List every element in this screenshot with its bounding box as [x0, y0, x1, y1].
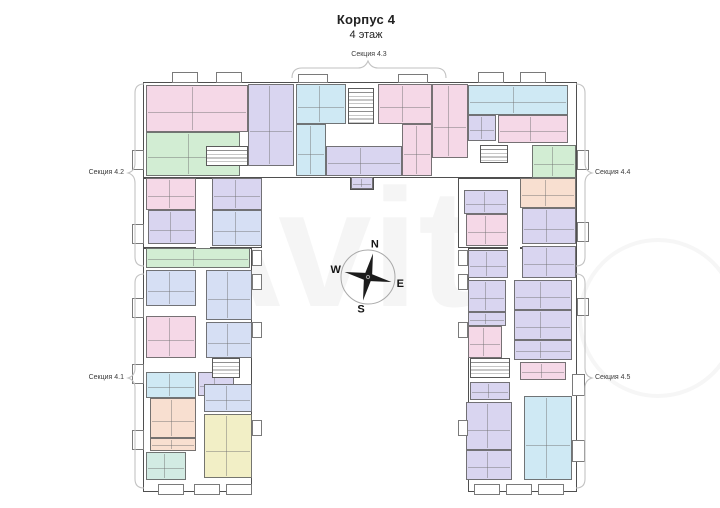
apartment-unit	[466, 450, 512, 480]
balcony	[398, 74, 428, 83]
balcony	[132, 430, 144, 450]
balcony	[572, 374, 585, 396]
apartment-unit	[522, 246, 576, 278]
apartment-unit	[326, 146, 402, 176]
apartment-unit	[468, 85, 568, 115]
balcony	[577, 150, 589, 170]
compass-circle	[340, 249, 396, 305]
apartment-unit	[524, 396, 572, 480]
apartment-unit	[150, 398, 196, 438]
balcony	[158, 484, 184, 495]
apartment-unit	[204, 384, 252, 412]
apartment-unit	[351, 177, 373, 189]
section-label-4-5: Секция 4.5	[595, 374, 631, 381]
balcony	[458, 420, 468, 436]
balcony	[132, 298, 144, 318]
apartment-unit	[498, 115, 568, 143]
section-label-4-4: Секция 4.4	[595, 169, 631, 176]
apartment-unit	[296, 84, 346, 124]
apartment-unit	[212, 178, 262, 210]
stairwell	[470, 358, 510, 378]
balcony	[216, 72, 242, 83]
floor-subtitle: 4 этаж	[349, 29, 383, 41]
compass-west-label: W	[331, 264, 342, 276]
balcony	[478, 72, 504, 83]
apartment-unit	[206, 322, 252, 358]
section-label-4-2: Секция 4.2	[88, 169, 124, 176]
apartment-unit	[146, 248, 250, 268]
apartment-unit	[206, 270, 252, 320]
apartment-unit	[204, 414, 252, 478]
compass-rose: N E S W	[331, 239, 404, 316]
balcony	[458, 250, 468, 266]
apartment-unit	[520, 178, 576, 208]
stairwell	[212, 358, 240, 378]
apartment-unit	[146, 270, 196, 306]
balcony	[132, 150, 144, 170]
section-label-4-1: Секция 4.1	[88, 374, 124, 381]
building-title: Корпус 4	[336, 12, 396, 27]
apartment-unit	[296, 124, 326, 176]
balcony	[252, 250, 262, 266]
apartment-unit	[522, 208, 576, 244]
stairwell	[480, 145, 508, 163]
balcony	[458, 274, 468, 290]
apartment-unit	[468, 250, 508, 278]
apartment-unit	[466, 214, 508, 246]
balcony	[226, 484, 252, 495]
apartment-unit	[514, 310, 572, 340]
apartment-unit	[466, 402, 512, 450]
balcony	[194, 484, 220, 495]
apartment-unit	[468, 280, 506, 312]
apartment-unit	[378, 84, 432, 124]
balcony	[474, 484, 500, 495]
apartment-unit	[150, 438, 196, 451]
balcony	[577, 222, 589, 242]
apartment-unit	[514, 340, 572, 360]
balcony	[458, 322, 468, 338]
apartment-unit	[146, 178, 196, 210]
apartment-unit	[464, 190, 508, 214]
balcony	[506, 484, 532, 495]
balcony	[132, 364, 144, 384]
apartment-unit	[468, 115, 496, 141]
stairwell	[206, 146, 248, 166]
apartment-unit	[146, 452, 186, 480]
apartment-unit	[146, 372, 196, 398]
apartment-unit	[402, 124, 432, 176]
balcony	[520, 72, 546, 83]
apartment-unit	[212, 210, 262, 246]
stairwell	[348, 88, 374, 124]
apartment-unit	[248, 84, 294, 166]
apartment-unit	[514, 280, 572, 310]
balcony	[252, 274, 262, 290]
compass-north-label: N	[371, 239, 379, 251]
apartment-unit	[468, 312, 506, 326]
apartment-unit	[532, 145, 576, 178]
balcony	[572, 440, 585, 462]
apartment-unit	[146, 316, 196, 358]
balcony	[252, 322, 262, 338]
apartment-unit	[148, 210, 196, 244]
apartment-unit	[468, 326, 502, 358]
apartment-unit	[470, 382, 510, 400]
compass-east-label: E	[397, 278, 404, 290]
balcony	[577, 298, 589, 316]
compass-star	[344, 253, 392, 301]
apartment-unit	[520, 362, 566, 380]
apartment-unit	[432, 84, 468, 158]
balcony	[298, 74, 328, 83]
balcony	[132, 224, 144, 244]
apartment-unit	[146, 85, 248, 132]
balcony	[252, 420, 262, 436]
compass-south-label: S	[357, 303, 364, 315]
balcony	[538, 484, 564, 495]
balcony	[172, 72, 198, 83]
section-label-4-3: Секция 4.3	[351, 51, 387, 58]
